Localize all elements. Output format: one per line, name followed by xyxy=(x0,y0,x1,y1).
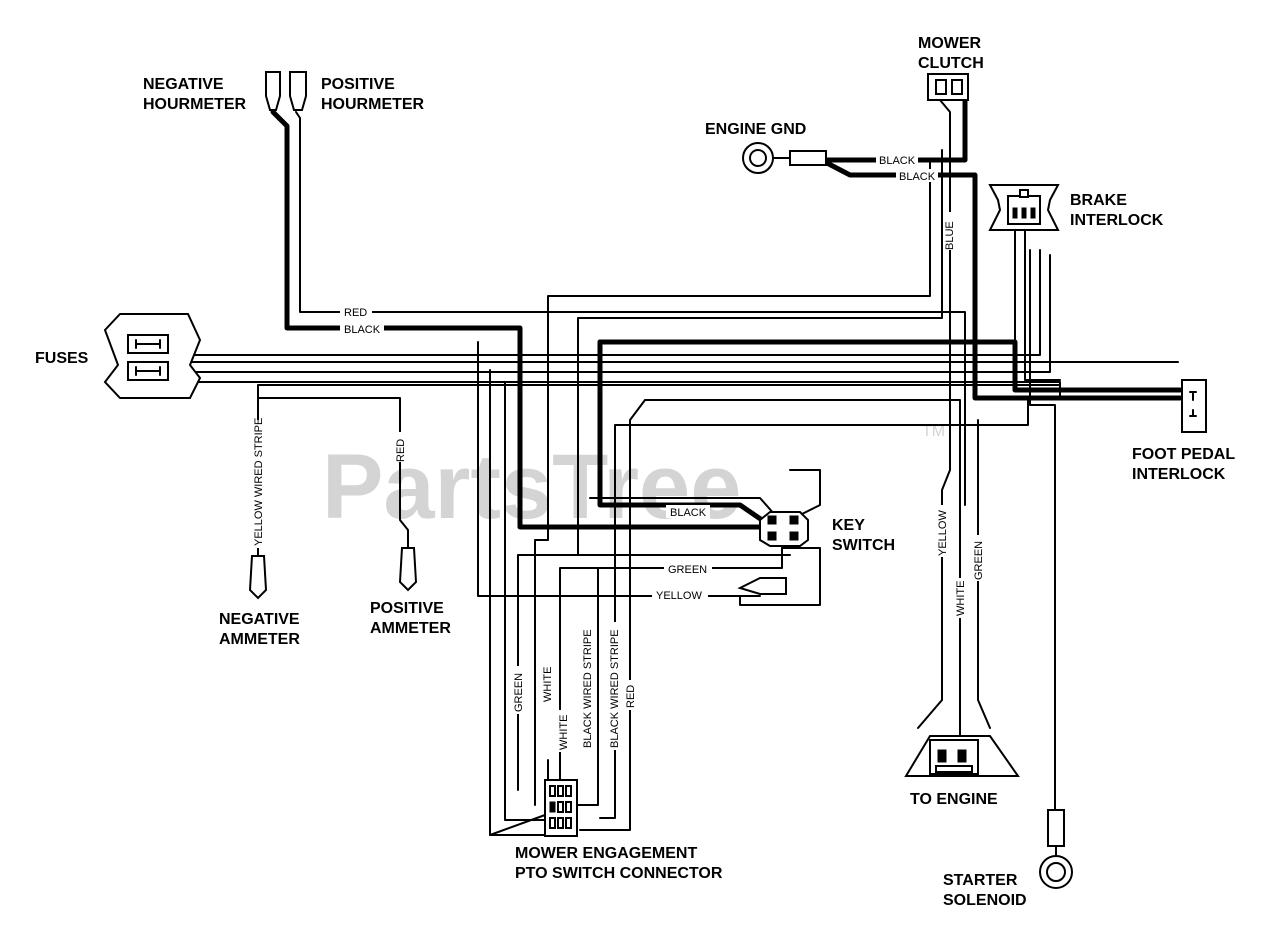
wire-black-key xyxy=(597,339,1183,393)
label-starter-solenoid-1: STARTER xyxy=(943,872,1018,889)
wires xyxy=(119,87,1183,836)
wire-label-yellow-engine: YELLOW xyxy=(937,510,949,556)
fuse-holder xyxy=(103,313,202,399)
label-positive-ammeter-1: POSITIVE xyxy=(370,600,444,617)
label-fuses: FUSES xyxy=(35,350,89,367)
label-positive-ammeter-2: AMMETER xyxy=(370,620,451,637)
foot-pedal-interlock-switch xyxy=(1181,379,1207,433)
wire-label-black-top: BLACK xyxy=(344,324,381,336)
label-engine-gnd: ENGINE GND xyxy=(705,121,806,138)
wire-black-stripe xyxy=(577,567,599,806)
wire-label-red-top: RED xyxy=(344,307,367,319)
label-starter-solenoid-2: SOLENOID xyxy=(943,892,1027,909)
starter-solenoid-terminal xyxy=(1039,809,1073,889)
wire-label-yellow-key: YELLOW xyxy=(656,590,702,602)
wire-fuse-3 xyxy=(169,254,1051,373)
brake-interlock-switch xyxy=(988,184,1060,231)
wire-black-gnd-2 xyxy=(822,159,1183,401)
negative-hourmeter-terminal xyxy=(265,71,281,111)
pto-switch-connector xyxy=(544,779,578,837)
wire-label-black-key: BLACK xyxy=(670,507,707,519)
positive-hourmeter-terminal xyxy=(289,71,307,111)
label-key-switch-2: SWITCH xyxy=(832,537,895,554)
watermark: PartsTree TM xyxy=(322,423,945,538)
wire-label-blue: BLUE xyxy=(944,221,956,250)
wire-label-pto-white-2: WHITE xyxy=(558,715,570,750)
wire-v-578 xyxy=(577,149,943,556)
wire-label-yellow-stripe: YELLOW WIRED STRIPE xyxy=(253,418,265,546)
label-negative-ammeter-1: NEGATIVE xyxy=(219,611,300,628)
label-negative-hourmeter-2: HOURMETER xyxy=(143,96,247,113)
label-positive-hourmeter-1: POSITIVE xyxy=(321,76,395,93)
wire-label-green-key: GREEN xyxy=(668,564,707,576)
key-switch xyxy=(759,511,809,547)
label-brake-interlock-2: INTERLOCK xyxy=(1070,212,1164,229)
label-foot-pedal-interlock-2: INTERLOCK xyxy=(1132,466,1226,483)
wire-yellow-engine xyxy=(917,559,943,729)
wire-label-black-gnd-1: BLACK xyxy=(879,155,916,167)
yellow-wire-connector xyxy=(737,577,787,595)
wire-red-pto xyxy=(579,399,961,831)
wire-label-white-engine: WHITE xyxy=(955,581,967,616)
wire-label-pto-white-1: WHITE xyxy=(542,667,554,702)
wire-starter xyxy=(1029,249,1056,811)
wire-black-hourmeter xyxy=(270,109,765,530)
ammeter-terminals xyxy=(248,547,418,600)
label-foot-pedal-interlock-1: FOOT PEDAL xyxy=(1132,446,1235,463)
wire-v-590 xyxy=(589,497,776,516)
label-brake-interlock-1: BRAKE xyxy=(1070,192,1127,209)
component-labels: NEGATIVE HOURMETER POSITIVE HOURMETER MO… xyxy=(35,35,1235,909)
wire-label-pto-green: GREEN xyxy=(513,673,525,712)
wire-red-ammeter xyxy=(257,397,409,549)
wire-labels: RED BLACK BLACK BLACK BLUE YELLOW WIRED … xyxy=(251,153,985,752)
engine-gnd-terminal xyxy=(742,142,827,174)
negative-ammeter-terminal xyxy=(248,555,268,600)
to-engine-connector xyxy=(904,735,1020,777)
mower-clutch-connector xyxy=(927,73,969,101)
wire-label-pto-black-stripe-2: BLACK WIRED STRIPE xyxy=(609,629,621,748)
label-mower-clutch-2: CLUTCH xyxy=(918,55,984,72)
label-negative-hourmeter-1: NEGATIVE xyxy=(143,76,224,93)
label-mower-engagement-2: PTO SWITCH CONNECTOR xyxy=(515,865,723,882)
wire-red-hourmeter xyxy=(295,111,966,506)
label-mower-engagement-1: MOWER ENGAGEMENT xyxy=(515,845,697,862)
wire-label-pto-red: RED xyxy=(625,685,637,708)
watermark-text: PartsTree xyxy=(322,436,741,538)
wire-label-green-engine: GREEN xyxy=(973,541,985,580)
label-positive-hourmeter-2: HOURMETER xyxy=(321,96,425,113)
hourmeter-terminals xyxy=(265,71,307,111)
wire-pto-left xyxy=(489,814,546,836)
wire-label-black-gnd-2: BLACK xyxy=(899,171,936,183)
wire-key-loop xyxy=(739,547,821,606)
wire-label-red-ammeter: RED xyxy=(395,439,407,462)
wire-key-top xyxy=(789,469,821,516)
wire-green-engine xyxy=(977,419,991,729)
label-negative-ammeter-2: AMMETER xyxy=(219,631,300,648)
watermark-trademark: TM xyxy=(922,423,945,440)
wire-label-pto-black-stripe: BLACK WIRED STRIPE xyxy=(582,629,594,748)
wire-white-pto xyxy=(534,159,931,806)
label-mower-clutch-1: MOWER xyxy=(918,35,982,52)
wire-v-615 xyxy=(599,397,1029,819)
wire-brake-2 xyxy=(1024,229,1061,381)
wire-fuse-1 xyxy=(184,249,1041,356)
label-key-switch-1: KEY xyxy=(832,517,865,534)
positive-ammeter-terminal xyxy=(398,547,418,592)
label-to-engine: TO ENGINE xyxy=(910,791,998,808)
